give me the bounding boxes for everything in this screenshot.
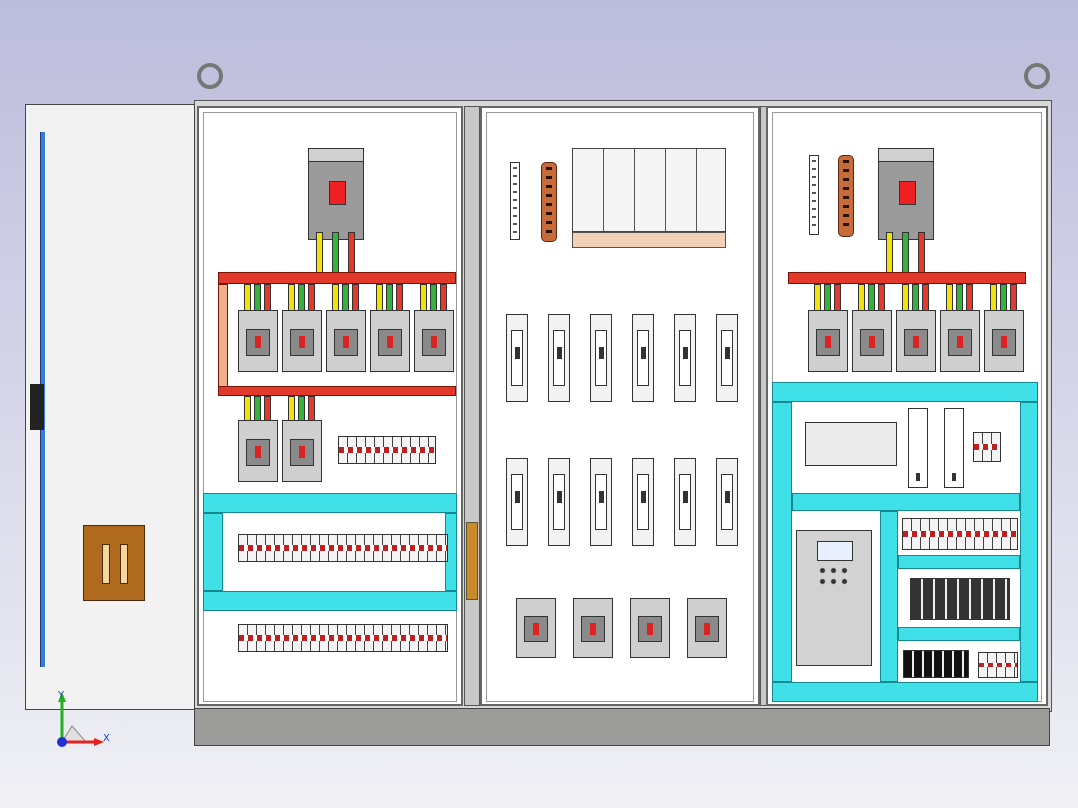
terminal-strip — [238, 624, 448, 652]
relay-bank — [910, 578, 1010, 620]
wire-yellow — [316, 232, 323, 274]
branch-breaker[interactable] — [630, 598, 670, 658]
fuse-holder[interactable] — [590, 314, 612, 402]
branch-breaker[interactable] — [852, 310, 892, 372]
drawing-pocket — [83, 525, 145, 601]
busbar-riser — [218, 284, 228, 388]
fuse-holder[interactable] — [548, 314, 570, 402]
wire-red — [348, 232, 355, 274]
branch-breaker[interactable] — [370, 310, 410, 372]
terminal-strip — [338, 436, 436, 464]
cable-duct — [772, 682, 1038, 702]
cable-duct — [203, 513, 223, 591]
terminal-strip — [973, 432, 1001, 462]
terminal-strip — [978, 652, 1018, 678]
branch-breaker[interactable] — [282, 420, 322, 482]
busbar-bottom — [218, 386, 456, 396]
lifting-eye-icon — [197, 63, 223, 89]
cable-duct — [898, 627, 1020, 641]
copper-earth-bar — [541, 162, 557, 242]
cable-duct — [772, 402, 792, 682]
fuse-holder[interactable] — [506, 458, 528, 546]
branch-breaker[interactable] — [940, 310, 980, 372]
main-breaker[interactable] — [308, 148, 364, 240]
fuse-holder[interactable] — [716, 314, 738, 402]
busbar-top — [218, 272, 456, 284]
plc-controller[interactable] — [805, 422, 897, 466]
cable-duct — [898, 555, 1020, 569]
branch-breaker[interactable] — [238, 310, 278, 372]
section-divider — [464, 106, 480, 706]
cable-duct — [792, 493, 1020, 511]
branch-breaker[interactable] — [808, 310, 848, 372]
fuse-holder[interactable] — [674, 314, 696, 402]
fuse-holder[interactable] — [548, 458, 570, 546]
inverter-drive-icon[interactable] — [796, 530, 872, 666]
terminal-strip — [902, 518, 1018, 550]
lifting-eye-icon — [1024, 63, 1050, 89]
cable-duct — [772, 382, 1038, 402]
branch-breaker[interactable] — [516, 598, 556, 658]
isolator-base — [572, 232, 726, 248]
cable-duct — [1020, 402, 1038, 682]
fuse-holder[interactable] — [716, 458, 738, 546]
cabinet-door[interactable] — [25, 104, 195, 710]
branch-breaker[interactable] — [687, 598, 727, 658]
terminal-strip — [238, 534, 448, 562]
power-supply — [908, 408, 928, 488]
cable-duct — [880, 511, 898, 682]
branch-breaker[interactable] — [984, 310, 1024, 372]
branch-breaker[interactable] — [573, 598, 613, 658]
axis-triad — [57, 692, 104, 747]
ground-terminal-bar — [809, 155, 819, 235]
copper-earth-bar — [838, 155, 854, 237]
branch-breaker[interactable] — [326, 310, 366, 372]
cabinet-plinth — [194, 708, 1050, 746]
x-axis-label: X — [103, 733, 110, 744]
fuse-holder[interactable] — [632, 314, 654, 402]
door-handle[interactable] — [30, 384, 44, 430]
wire-green — [332, 232, 339, 274]
y-axis-label: Y — [58, 690, 65, 701]
branch-breaker[interactable] — [896, 310, 936, 372]
main-breaker[interactable] — [878, 148, 934, 240]
branch-breaker[interactable] — [282, 310, 322, 372]
branch-breaker[interactable] — [414, 310, 454, 372]
contactor-block — [903, 650, 969, 678]
branch-breaker[interactable] — [238, 420, 278, 482]
isolator-switch[interactable] — [572, 148, 726, 232]
fuse-holder[interactable] — [506, 314, 528, 402]
busbar-top — [788, 272, 1026, 284]
door-hinge — [466, 522, 478, 600]
cable-duct — [203, 591, 457, 611]
ground-terminal-bar — [510, 162, 520, 240]
cable-duct — [203, 493, 457, 513]
fuse-holder[interactable] — [632, 458, 654, 546]
power-supply — [944, 408, 964, 488]
fuse-holder[interactable] — [674, 458, 696, 546]
fuse-holder[interactable] — [590, 458, 612, 546]
